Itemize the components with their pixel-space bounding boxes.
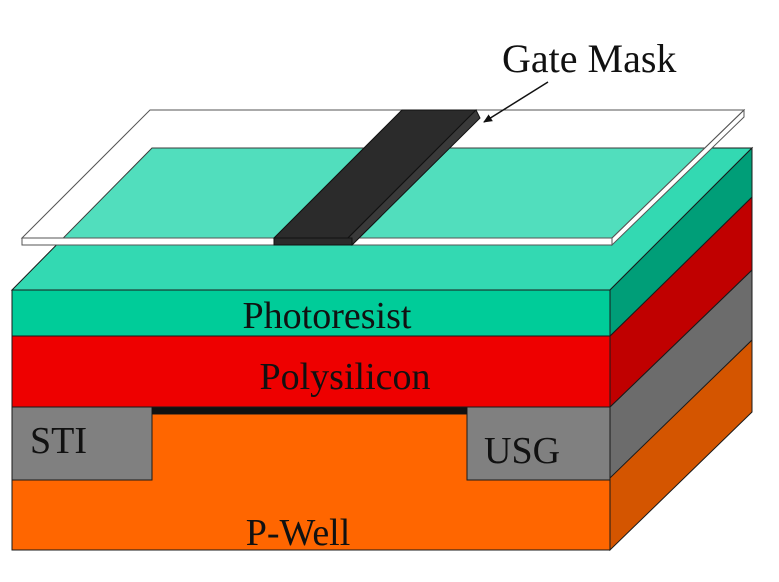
photoresist-front-face (11, 289, 611, 337)
gate-mask (20, 108, 746, 247)
sti-label: STI (30, 420, 87, 462)
photoresist-layer (10, 146, 754, 338)
mask-pattern-front (273, 237, 353, 246)
p-well-label: P-Well (246, 512, 351, 554)
sti-left-block (11, 406, 153, 481)
gate-mask-label: Gate Mask (502, 36, 676, 81)
gate-mask-arrow (483, 81, 549, 123)
photoresist-label: Photoresist (243, 295, 412, 337)
polysilicon-layer (11, 195, 753, 409)
usg-label: USG (484, 430, 560, 472)
gate-oxide-line (152, 407, 467, 414)
sti-layer (11, 268, 753, 481)
polysilicon-front-face (11, 335, 611, 408)
usg-right-block (466, 406, 611, 481)
p-well-layer (11, 338, 753, 552)
polysilicon-label: Polysilicon (259, 356, 430, 398)
